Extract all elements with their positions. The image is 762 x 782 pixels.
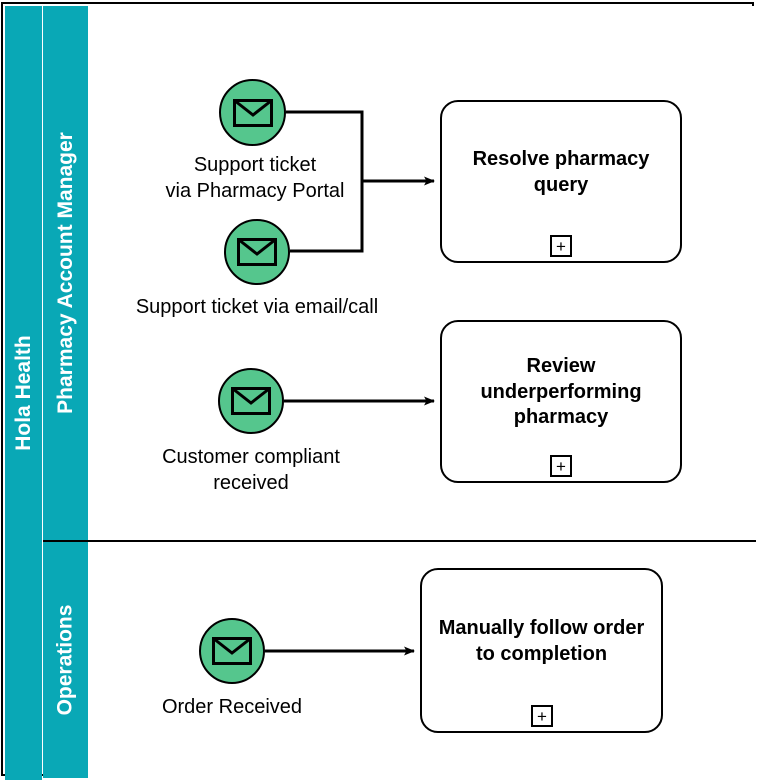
envelope-icon (237, 238, 277, 266)
pool-title: Hola Health (11, 335, 35, 451)
plus-icon: + (537, 706, 547, 726)
lane-title-pharmacy-account-manager: Pharmacy Account Manager (53, 132, 77, 414)
start-event-label-support-ticket-email: Support ticket via email/call (135, 296, 379, 318)
start-event-label-support-ticket-portal: Support ticket via Pharmacy Portal (165, 154, 345, 202)
lane-header-pharmacy-account-manager[interactable]: Pharmacy Account Manager (43, 6, 88, 542)
pool-header-hola-health[interactable]: Hola Health (5, 6, 42, 780)
subprocess-marker-manually-follow-order[interactable]: + (531, 705, 553, 727)
subprocess-marker-resolve-pharmacy-query[interactable]: + (550, 235, 572, 257)
envelope-icon (231, 387, 271, 415)
plus-icon: + (556, 236, 566, 256)
start-event-label-customer-complaint: Customer compliant received (162, 446, 340, 494)
subprocess-marker-review-underperforming-pharmacy[interactable]: + (550, 455, 572, 477)
start-event-label-order-received: Order Received (161, 696, 303, 718)
lane-header-operations[interactable]: Operations (43, 542, 88, 778)
start-event-support-ticket-email[interactable] (224, 219, 290, 285)
plus-icon: + (556, 456, 566, 476)
envelope-icon (212, 637, 252, 665)
task-label-review-underperforming-pharmacy: Review underperforming pharmacy (480, 355, 642, 429)
start-event-support-ticket-portal[interactable] (219, 79, 286, 146)
envelope-icon (232, 98, 273, 127)
task-label-resolve-pharmacy-query: Resolve pharmacy query (472, 147, 650, 196)
start-event-customer-complaint[interactable] (218, 368, 284, 434)
task-label-manually-follow-order: Manually follow order to completion (438, 616, 645, 665)
start-event-order-received[interactable] (199, 618, 265, 684)
